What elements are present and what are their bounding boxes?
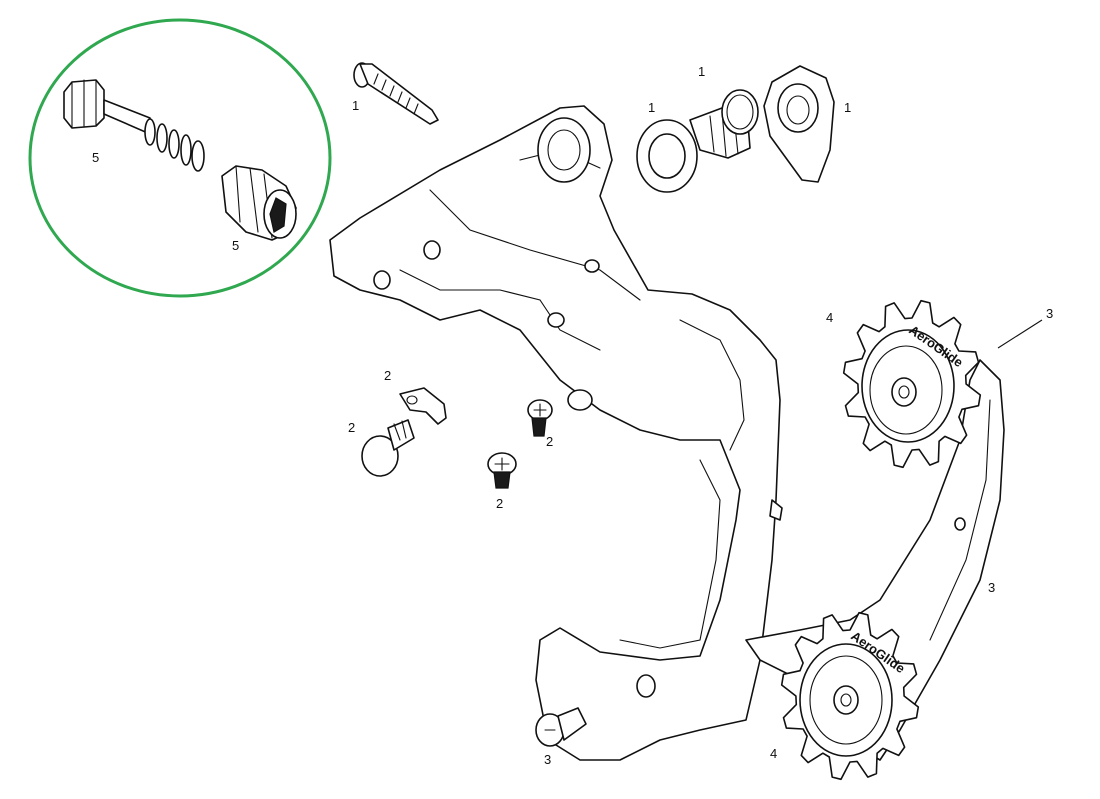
callout-2: 2 bbox=[496, 496, 503, 511]
cable-tab bbox=[399, 387, 447, 425]
derailleur-body bbox=[329, 105, 783, 761]
phillips-screw-upper bbox=[527, 399, 553, 437]
callout-5: 5 bbox=[92, 150, 99, 165]
callout-1: 1 bbox=[844, 100, 851, 115]
callout-4: 4 bbox=[826, 310, 833, 325]
hanger-bolt bbox=[353, 62, 439, 125]
callout-3: 3 bbox=[988, 580, 995, 595]
callout-5: 5 bbox=[232, 238, 239, 253]
callout-leader-3 bbox=[997, 319, 1043, 349]
b-tension-tab bbox=[763, 65, 835, 183]
phillips-screw-lower bbox=[487, 452, 517, 489]
highlight-circle bbox=[28, 18, 332, 298]
upper-pulley: AeroGlide bbox=[842, 299, 982, 469]
pivot-bolt bbox=[361, 419, 415, 477]
callout-1: 1 bbox=[698, 64, 705, 79]
callout-2: 2 bbox=[546, 434, 553, 449]
cage-bolt bbox=[535, 707, 587, 747]
callout-1: 1 bbox=[648, 100, 655, 115]
callout-1: 1 bbox=[352, 98, 359, 113]
callout-2: 2 bbox=[384, 368, 391, 383]
adjuster-knob bbox=[221, 165, 297, 241]
o-ring bbox=[721, 89, 759, 135]
adjuster-spring bbox=[144, 118, 205, 172]
lower-pulley: AeroGlide bbox=[780, 611, 920, 781]
callout-3: 3 bbox=[1046, 306, 1053, 321]
callout-4: 4 bbox=[770, 746, 777, 761]
callout-3: 3 bbox=[544, 752, 551, 767]
callout-2: 2 bbox=[348, 420, 355, 435]
barrel-adjuster-screw bbox=[63, 79, 151, 135]
